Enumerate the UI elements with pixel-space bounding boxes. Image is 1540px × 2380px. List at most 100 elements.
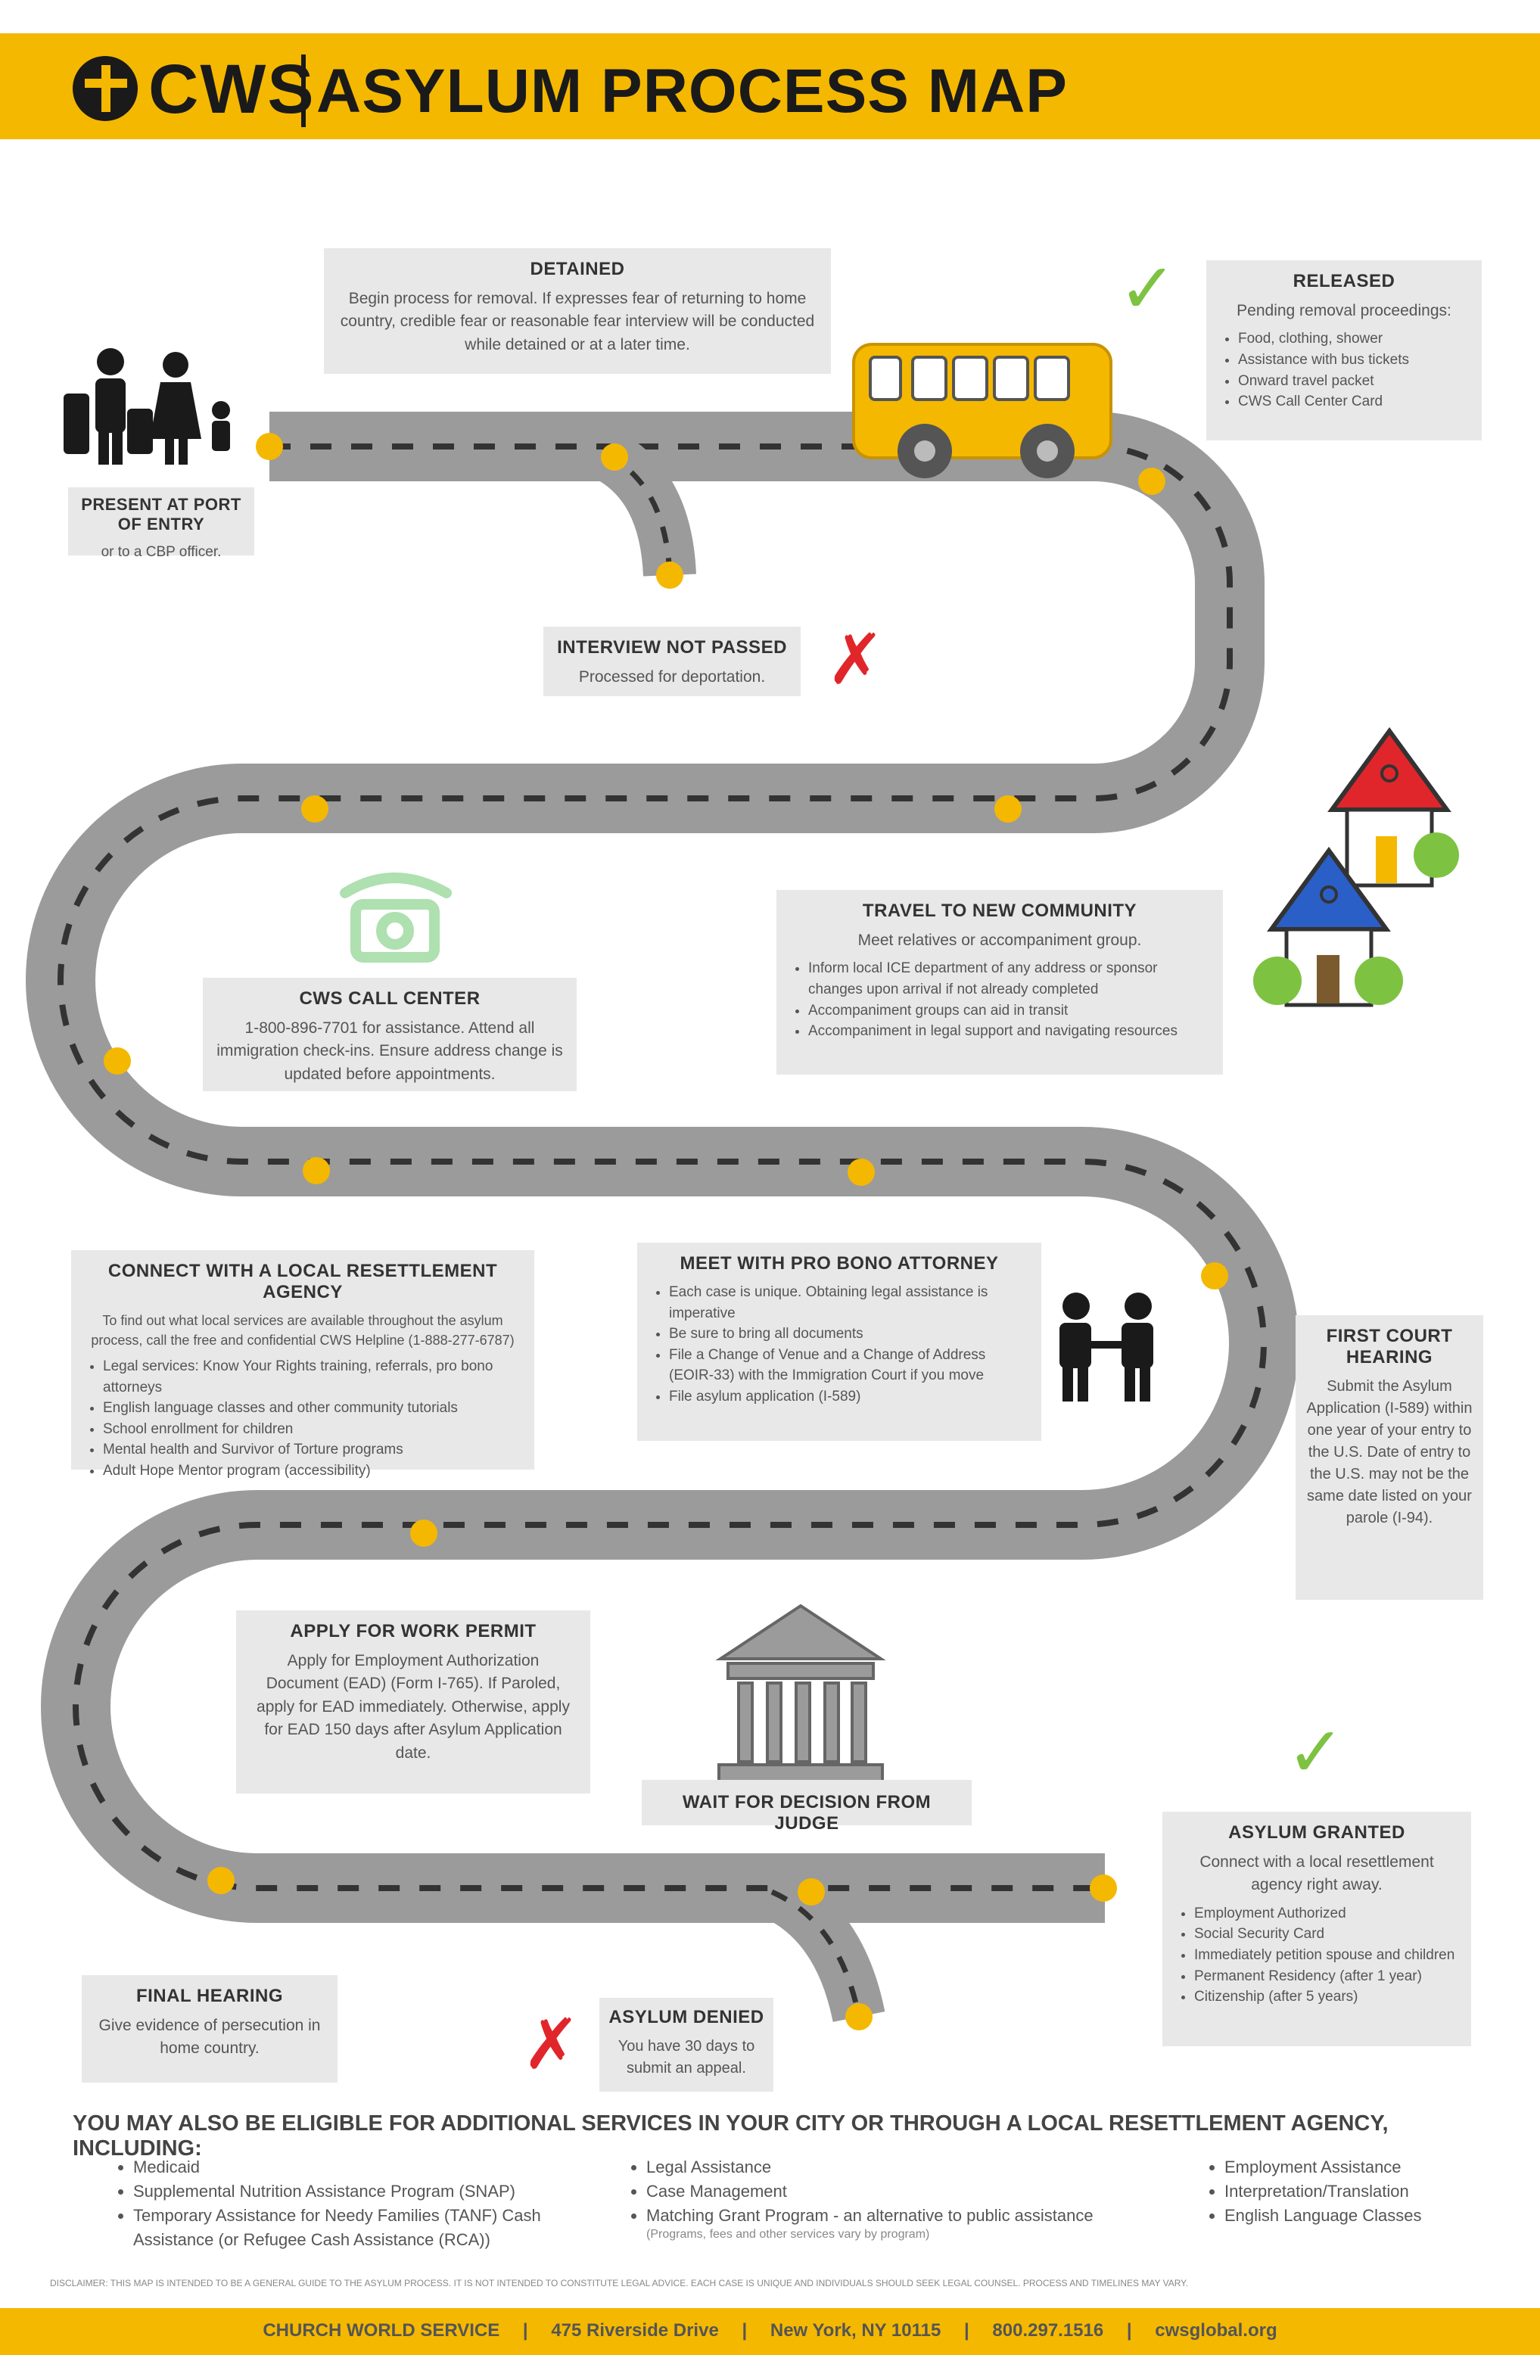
list-item: File a Change of Venue and a Change of A… [669, 1345, 1028, 1386]
step-apply-work-permit: APPLY FOR WORK PERMIT Apply for Employme… [236, 1610, 590, 1794]
step-title: INTERVIEW NOT PASSED [557, 637, 787, 658]
step-title: TRAVEL TO NEW COMMUNITY [862, 901, 1137, 921]
phone: 800.297.1516 [992, 2320, 1104, 2341]
step-travel-new-community: TRAVEL TO NEW COMMUNITY Meet relatives o… [776, 890, 1223, 1075]
travel-list: Inform local ICE department of any addre… [790, 958, 1209, 1041]
step-body: 1-800-896-7701 for assistance. Attend al… [216, 1019, 563, 1083]
list-item: Mental health and Survivor of Torture pr… [103, 1439, 521, 1461]
step-present-at-port: PRESENT AT PORT OF ENTRY or to a CBP off… [68, 487, 254, 560]
list-item: Interpretation/Translation [1224, 2179, 1492, 2204]
step-first-court-hearing: FIRST COURT HEARING Submit the Asylum Ap… [1296, 1315, 1483, 1600]
list-item: Food, clothing, shower [1238, 328, 1468, 350]
list-item: School enrollment for children [103, 1419, 521, 1440]
cross-mark-icon: ✗ [522, 2006, 581, 2083]
road-marker [207, 1867, 235, 1894]
road-marker [256, 433, 283, 460]
footer-contact: CHURCH WORLD SERVICE | 475 Riverside Dri… [263, 2320, 1277, 2341]
header-divider [301, 54, 306, 127]
step-detained: DETAINED Begin process for removal. If e… [324, 248, 831, 374]
step-cws-call-center: CWS CALL CENTER 1-800-896-7701 for assis… [203, 978, 577, 1091]
road-branch-denied-line [770, 1889, 862, 2018]
step-body: To find out what local services are avai… [91, 1313, 515, 1349]
step-asylum-denied: ASYLUM DENIED You have 30 days to submit… [599, 1998, 773, 2092]
step-title: FIRST COURT HEARING [1326, 1326, 1453, 1367]
list-item: Be sure to bring all documents [669, 1324, 1028, 1345]
list-item: English Language Classes [1224, 2204, 1492, 2228]
additional-services-heading: YOU MAY ALSO BE ELIGIBLE FOR ADDITIONAL … [73, 2111, 1389, 2161]
logo-cross [101, 65, 110, 112]
step-body: Connect with a local resettlement agency… [1199, 1853, 1434, 1894]
people-shaking-hands-icon [1059, 1293, 1153, 1402]
step-connect-resettlement-agency: CONNECT WITH A LOCAL RESETTLEMENT AGENCY… [71, 1250, 534, 1479]
footer-bar [0, 2308, 1540, 2355]
road-marker [410, 1520, 437, 1547]
road-center-line [58, 443, 1267, 1891]
road-branch-interview [593, 430, 696, 577]
courthouse-icon [715, 1604, 886, 1783]
list-item: Adult Hope Mentor program (accessibility… [103, 1461, 521, 1482]
step-title: MEET WITH PRO BONO ATTORNEY [680, 1253, 999, 1274]
attorney-list: Each case is unique. Obtaining legal ass… [651, 1282, 1028, 1407]
family-icon [64, 348, 230, 465]
step-title: ASYLUM GRANTED [1228, 1822, 1405, 1843]
list-item: Matching Grant Program - an alternative … [646, 2204, 1111, 2228]
step-title: ASYLUM DENIED [608, 2007, 764, 2027]
road-marker [104, 1047, 131, 1075]
website-link[interactable]: cwsglobal.org [1155, 2320, 1277, 2341]
step-title: CWS CALL CENTER [299, 988, 481, 1009]
list-item: Medicaid [133, 2155, 583, 2179]
list-item: Assistance with bus tickets [1238, 350, 1468, 371]
step-title: WAIT FOR DECISION FROM JUDGE [682, 1792, 932, 1834]
services-note: (Programs, fees and other services vary … [646, 2227, 930, 2241]
road-marker [848, 1159, 875, 1186]
step-meet-pro-bono-attorney: MEET WITH PRO BONO ATTORNEY Each case is… [637, 1243, 1041, 1441]
header-bar [0, 33, 1540, 139]
city: New York, NY 10115 [770, 2320, 941, 2341]
list-item: Inform local ICE department of any addre… [808, 958, 1209, 1000]
road-marker [798, 1878, 825, 1906]
step-title: CONNECT WITH A LOCAL RESETTLEMENT AGENCY [107, 1261, 498, 1302]
road-marker [1138, 468, 1165, 495]
list-item: Permanent Residency (after 1 year) [1194, 1966, 1458, 1987]
step-body: You have 30 days to submit an appeal. [618, 2038, 755, 2077]
list-item: File asylum application (I-589) [669, 1386, 1028, 1408]
step-title: FINAL HEARING [135, 1986, 284, 2006]
step-final-hearing: FINAL HEARING Give evidence of persecuti… [82, 1975, 338, 2083]
list-item: Legal Assistance [646, 2155, 1111, 2179]
org-name: CHURCH WORLD SERVICE [263, 2320, 500, 2341]
step-body: Begin process for removal. If expresses … [340, 290, 815, 353]
road-marker [1201, 1262, 1228, 1290]
list-item: Accompaniment groups can aid in transit [808, 1000, 1209, 1022]
list-item: Immediately petition spouse and children [1194, 1945, 1458, 1966]
road-marker [601, 443, 628, 471]
road-marker [1090, 1874, 1117, 1902]
list-item: Employment Authorized [1194, 1903, 1458, 1924]
list-item: Legal services: Know Your Rights trainin… [103, 1356, 521, 1398]
services-column-1: Medicaid Supplemental Nutrition Assistan… [114, 2155, 583, 2252]
step-body: Meet relatives or accompaniment group. [857, 932, 1142, 949]
phone-icon [340, 873, 452, 963]
list-item: Supplemental Nutrition Assistance Progra… [133, 2179, 583, 2204]
road-marker [301, 795, 328, 823]
bus-icon [852, 343, 1112, 478]
road-marker [994, 795, 1022, 823]
step-body: Apply for Employment Authorization Docum… [257, 1652, 570, 1762]
list-item: Accompaniment in legal support and navig… [808, 1021, 1209, 1042]
houses-icon [1253, 726, 1459, 1007]
list-item: English language classes and other commu… [103, 1398, 521, 1419]
check-mark-icon: ✓ [1286, 1714, 1346, 1791]
step-title: RELEASED [1293, 271, 1395, 291]
services-column-2: Legal Assistance Case Management Matchin… [627, 2155, 1111, 2242]
released-list: Food, clothing, shower Assistance with b… [1220, 328, 1468, 412]
road-marker [845, 2003, 873, 2030]
check-mark-icon: ✓ [1118, 250, 1178, 328]
step-interview-not-passed: INTERVIEW NOT PASSED Processed for depor… [543, 627, 801, 696]
page-title: ASYLUM PROCESS MAP [316, 57, 1068, 126]
step-body: or to a CBP officer. [101, 544, 222, 560]
list-item: Temporary Assistance for Needy Families … [133, 2204, 583, 2252]
step-title: APPLY FOR WORK PERMIT [290, 1621, 537, 1641]
cross-mark-icon: ✗ [826, 621, 885, 698]
list-item: Employment Assistance [1224, 2155, 1492, 2179]
services-column-3: Employment Assistance Interpretation/Tra… [1205, 2155, 1492, 2228]
